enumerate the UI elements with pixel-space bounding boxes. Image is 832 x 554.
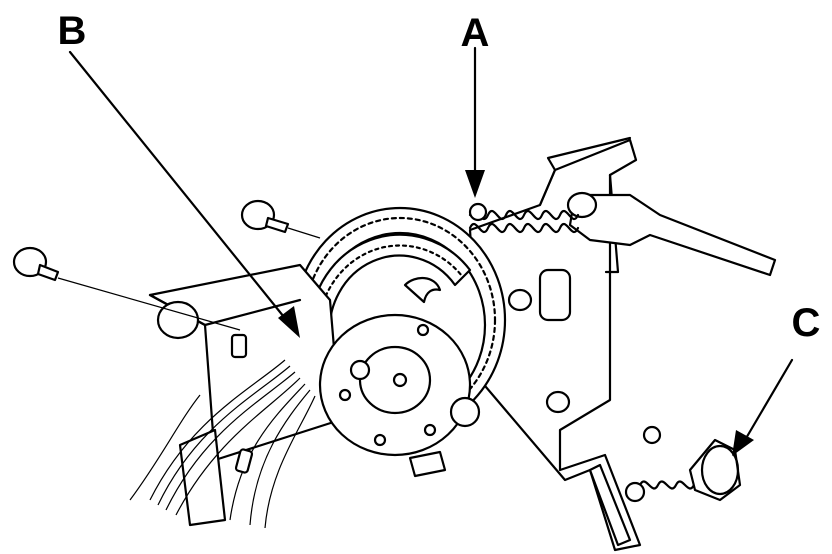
motor-shaft (392, 372, 408, 388)
bracket-slot-lower (588, 463, 632, 547)
bracket-slot (538, 268, 572, 322)
motor-screw (449, 396, 481, 428)
spring-pin (624, 481, 646, 503)
mounting-bracket (468, 136, 642, 552)
spring-anchor (468, 202, 488, 222)
callout-label-a: A (461, 11, 490, 55)
screw-left (12, 246, 241, 331)
bracket-hole (507, 288, 533, 312)
spring-c-assembly (624, 425, 742, 503)
knob (688, 438, 742, 502)
motor-disc (318, 313, 481, 478)
screw-top (240, 199, 321, 239)
wire-bundle (129, 359, 316, 529)
wire-tie (234, 448, 254, 474)
spring-clip (642, 425, 662, 445)
bracket-hole-lower (545, 390, 571, 414)
housing-hole (156, 300, 200, 340)
spring-a (468, 202, 580, 234)
callout-arrow-a (465, 46, 485, 198)
housing-slot (230, 333, 248, 359)
callout-label-b: B (58, 9, 87, 53)
cam-notch (403, 277, 442, 304)
callout-arrow-c (732, 358, 794, 456)
callout-label-c: C (792, 301, 821, 345)
callout-arrow-b (68, 50, 300, 338)
lever-arm (566, 191, 777, 277)
connector-block (178, 428, 227, 527)
